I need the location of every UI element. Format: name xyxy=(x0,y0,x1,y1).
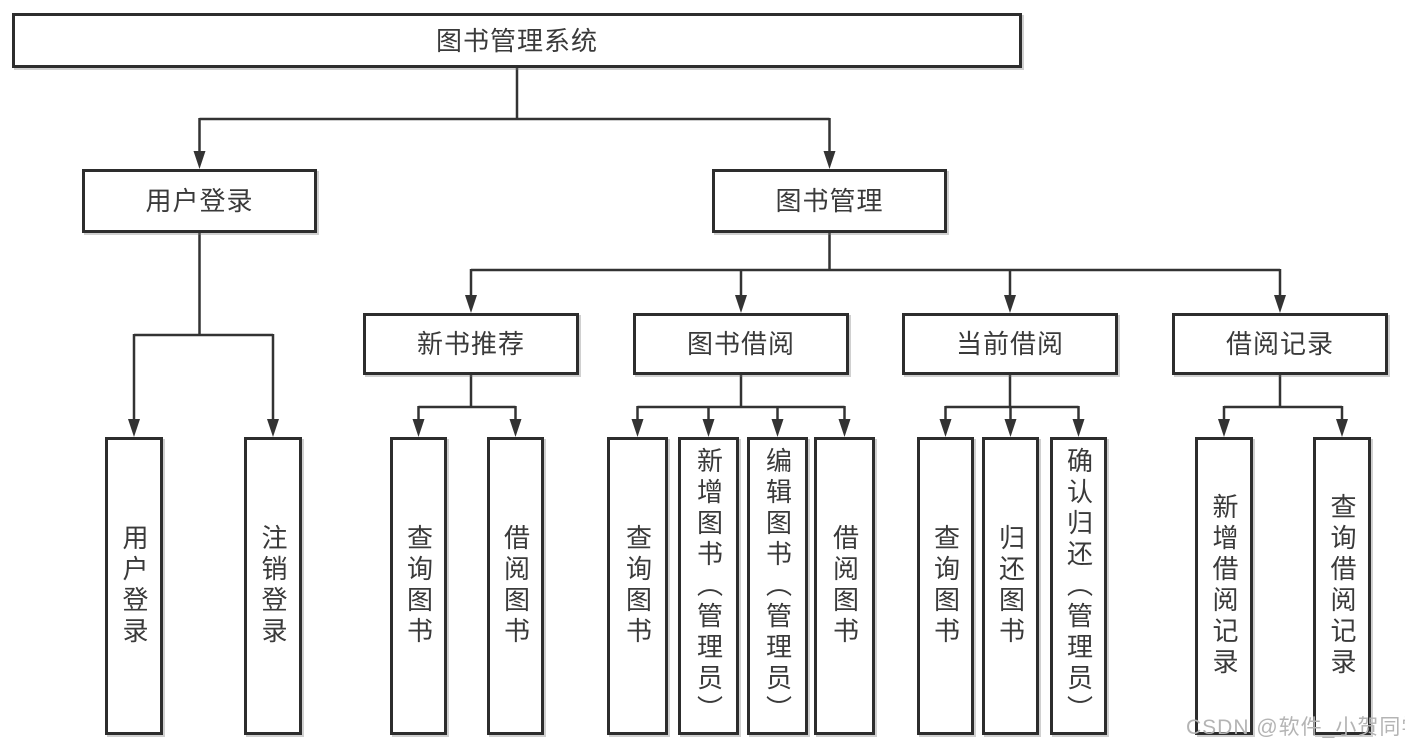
leaf-add-borrow-record-label: 新增借阅记录 xyxy=(1209,493,1239,679)
leaf-logout-label: 注销登录 xyxy=(258,524,288,648)
leaf-add-book-admin: 新增图书（管理员） xyxy=(678,437,739,735)
leaf-return-book: 归还图书 xyxy=(982,437,1039,735)
leaf-query-books-borrow: 查询图书 xyxy=(607,437,668,735)
node-book-borrow-label: 图书借阅 xyxy=(686,329,795,359)
node-user-login: 用户登录 xyxy=(82,169,317,233)
leaf-confirm-return-admin: 确认归还（管理员） xyxy=(1050,437,1107,735)
node-new-book-recommend: 新书推荐 xyxy=(363,313,579,375)
leaf-query-books-current: 查询图书 xyxy=(917,437,974,735)
node-new-book-recommend-label: 新书推荐 xyxy=(416,329,525,359)
arrowhead xyxy=(702,419,715,437)
connector-current-borrow-to-leaves xyxy=(939,375,1085,437)
csdn-watermark: CSDN @软件_小贺同学 xyxy=(1186,716,1405,739)
leaf-user-login: 用户登录 xyxy=(105,437,163,735)
node-root-label: 图书管理系统 xyxy=(435,25,598,56)
arrowhead xyxy=(1218,419,1230,437)
arrowhead xyxy=(267,419,279,437)
leaf-logout: 注销登录 xyxy=(244,437,302,735)
leaf-query-books-recommend: 查询图书 xyxy=(390,437,447,735)
arrowhead xyxy=(193,151,206,169)
arrowhead xyxy=(771,419,784,437)
leaf-edit-book-admin-label: 编辑图书（管理员） xyxy=(762,446,793,726)
arrowhead xyxy=(1004,295,1016,313)
node-current-borrow-label: 当前借阅 xyxy=(955,329,1064,359)
node-book-management-label: 图书管理 xyxy=(775,186,884,216)
leaf-borrow-books-recommend: 借阅图书 xyxy=(487,437,544,735)
leaf-add-borrow-record: 新增借阅记录 xyxy=(1195,437,1253,735)
connector-book-management-to-level2 xyxy=(465,233,1286,313)
arrowhead xyxy=(128,419,140,437)
leaf-query-borrow-record-label: 查询借阅记录 xyxy=(1327,493,1357,679)
node-borrow-records-label: 借阅记录 xyxy=(1225,329,1334,359)
arrowhead xyxy=(412,419,425,437)
leaf-return-book-label: 归还图书 xyxy=(995,524,1026,648)
node-root: 图书管理系统 xyxy=(12,13,1022,68)
connector-root-to-level1 xyxy=(193,68,836,169)
leaf-query-books-recommend-label: 查询图书 xyxy=(403,524,434,648)
arrowhead xyxy=(838,419,851,437)
leaf-add-book-admin-label: 新增图书（管理员） xyxy=(693,446,724,726)
arrowhead xyxy=(1336,419,1348,437)
connector-user-login-to-leaves xyxy=(128,233,279,437)
arrowhead xyxy=(1004,419,1017,437)
arrowhead xyxy=(823,151,836,169)
leaf-query-books-current-label: 查询图书 xyxy=(930,524,961,648)
leaf-borrow-books-recommend-label: 借阅图书 xyxy=(500,524,531,648)
connector-book-borrow-to-leaves xyxy=(631,375,851,437)
leaf-query-borrow-record: 查询借阅记录 xyxy=(1313,437,1371,735)
leaf-edit-book-admin: 编辑图书（管理员） xyxy=(747,437,808,735)
node-current-borrow: 当前借阅 xyxy=(902,313,1118,375)
leaf-user-login-label: 用户登录 xyxy=(119,524,149,648)
arrowhead xyxy=(1274,295,1286,313)
leaf-confirm-return-admin-label: 确认归还（管理员） xyxy=(1063,446,1094,726)
arrowhead xyxy=(1072,419,1085,437)
arrowhead xyxy=(939,419,952,437)
arrowhead xyxy=(509,419,522,437)
leaf-borrow-books: 借阅图书 xyxy=(814,437,875,735)
arrowhead xyxy=(631,419,644,437)
arrowhead xyxy=(465,295,477,313)
connector-new-book-recommend-to-leaves xyxy=(412,375,522,437)
arrowhead xyxy=(735,295,747,313)
node-borrow-records: 借阅记录 xyxy=(1172,313,1388,375)
leaf-query-books-borrow-label: 查询图书 xyxy=(622,524,653,648)
node-book-management: 图书管理 xyxy=(712,169,947,233)
node-user-login-label: 用户登录 xyxy=(145,186,254,216)
node-book-borrow: 图书借阅 xyxy=(633,313,849,375)
connector-borrow-records-to-leaves xyxy=(1218,375,1348,437)
leaf-borrow-books-label: 借阅图书 xyxy=(829,524,860,648)
